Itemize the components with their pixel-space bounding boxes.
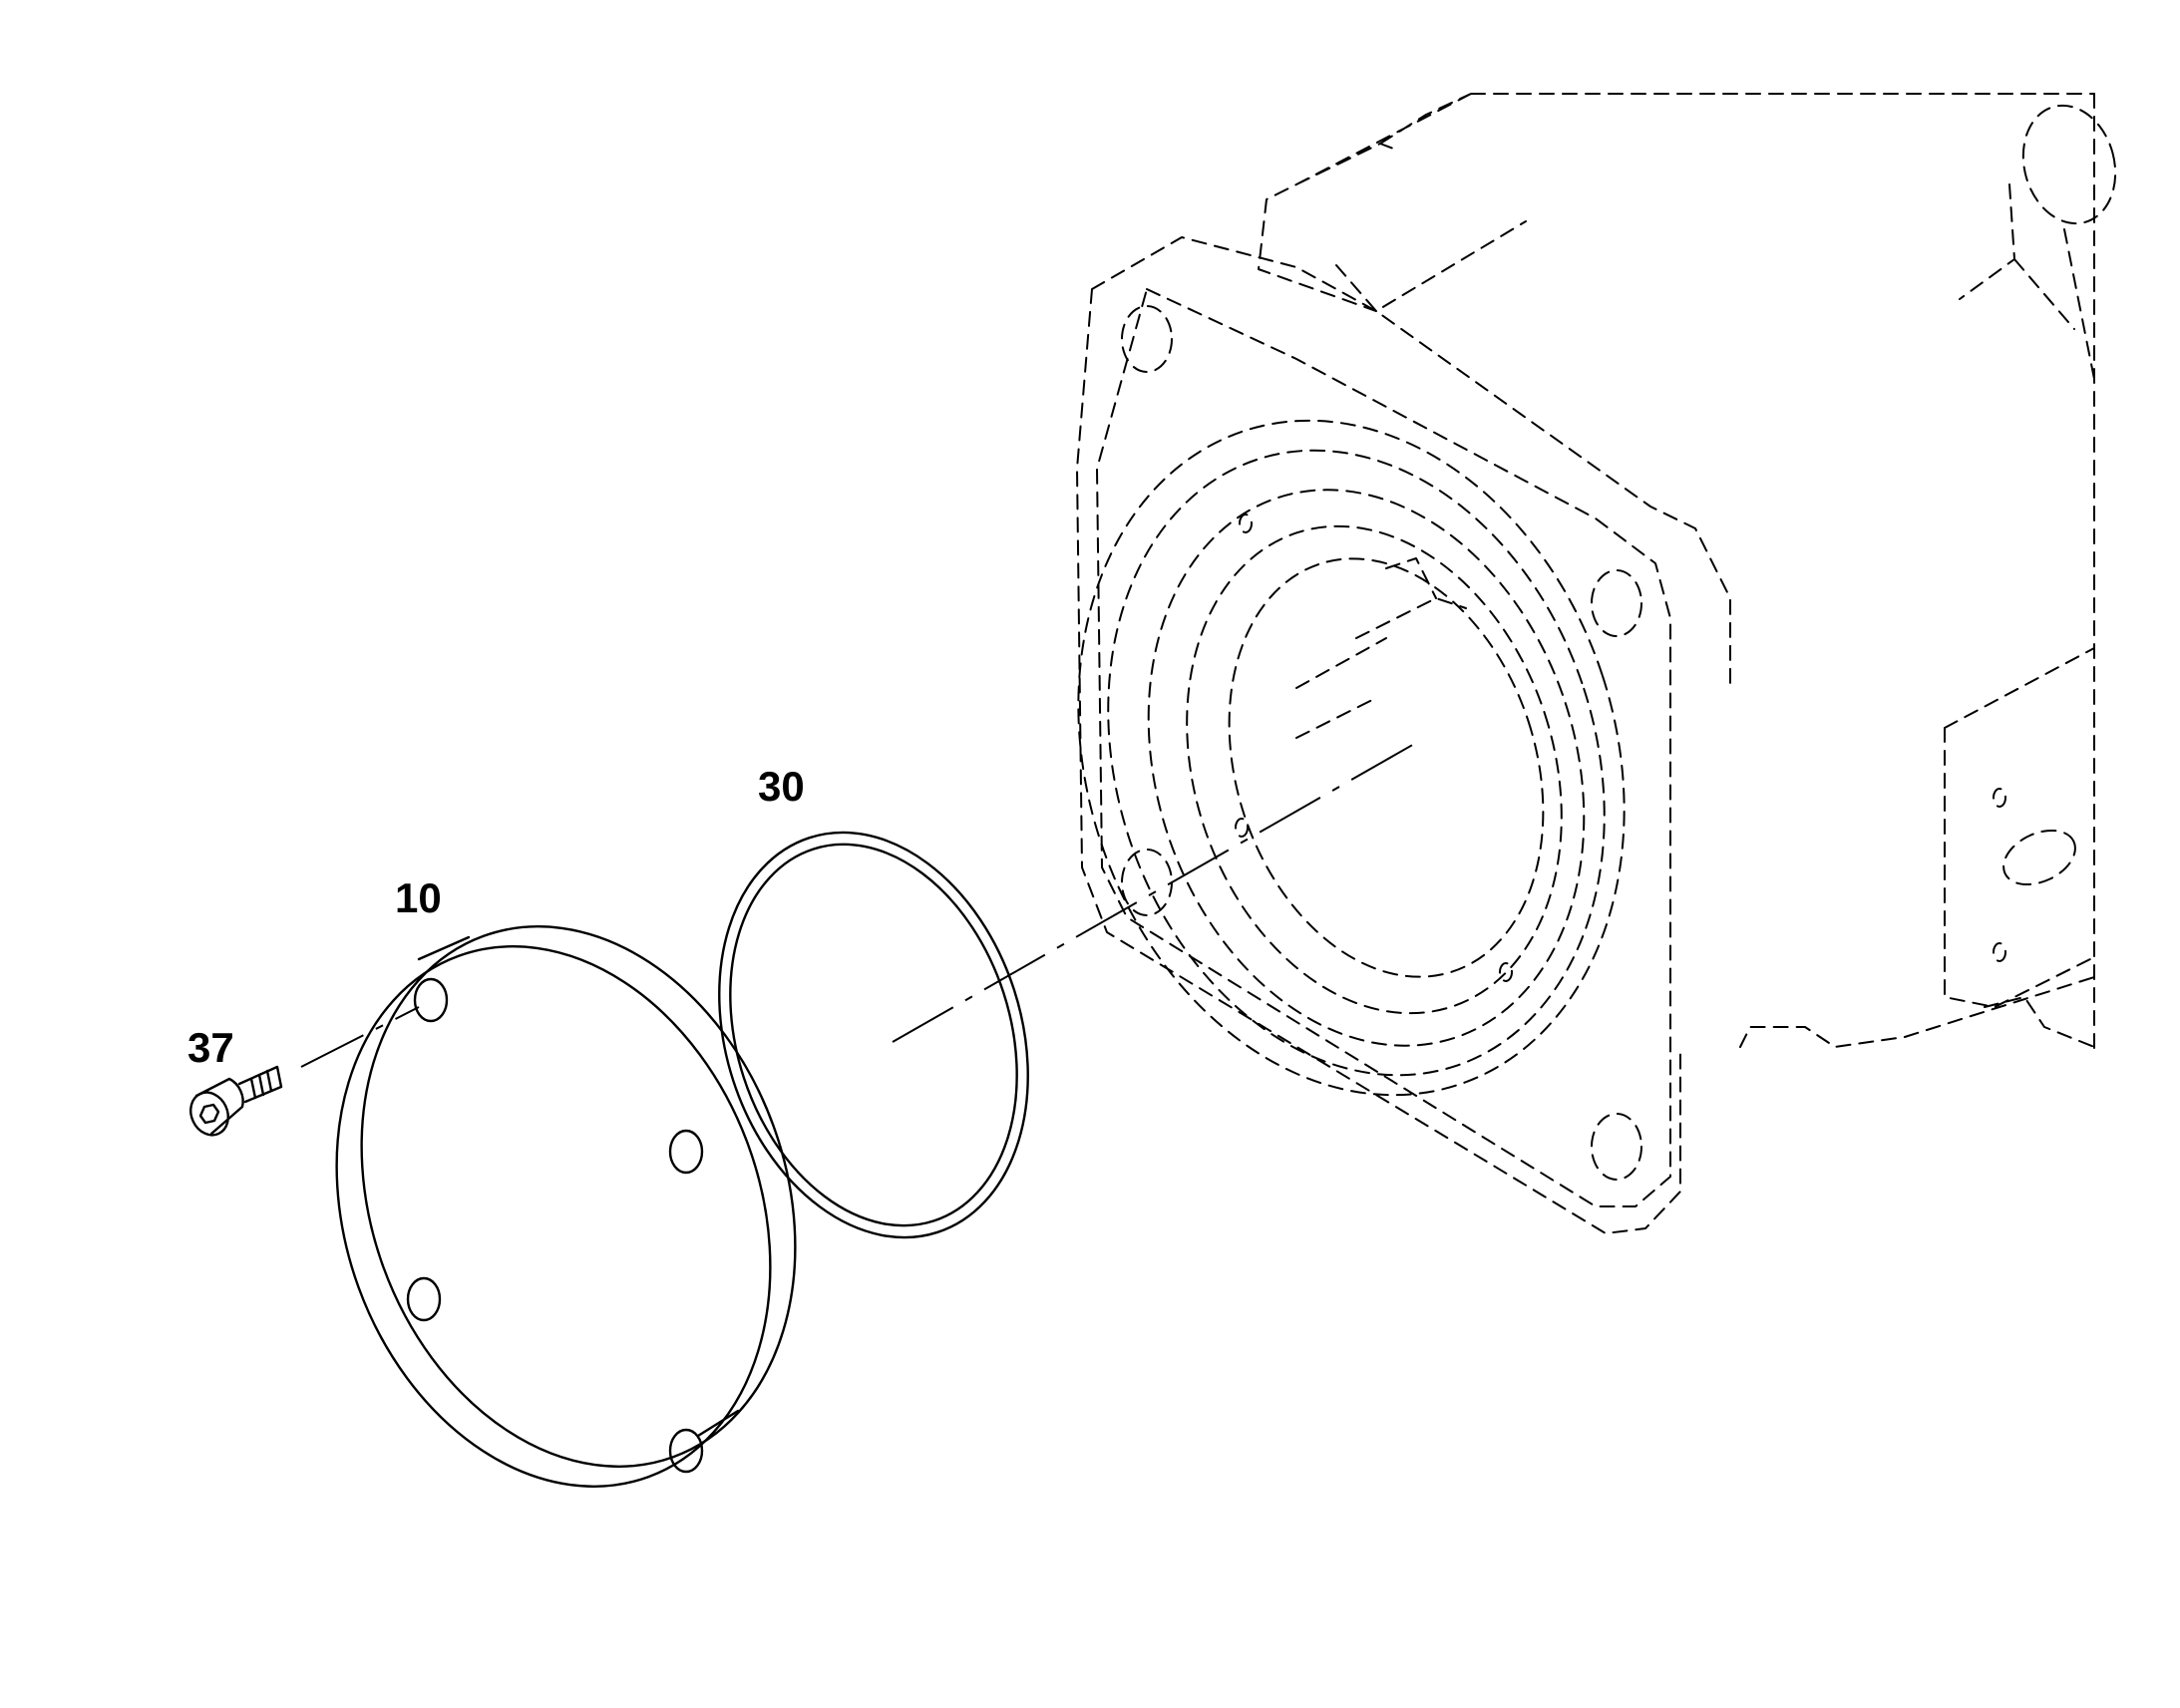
cover-bolt-hole-1 <box>413 977 449 1023</box>
housing-bolt-hole-top-left <box>1121 305 1173 373</box>
cover-rim-line <box>417 935 740 1438</box>
bore-ring-3 <box>1147 489 1586 1047</box>
bore-ring-2 <box>1107 449 1606 1077</box>
callout-37: 37 <box>187 1024 234 1071</box>
bore-ring-4 <box>1186 524 1563 1015</box>
side-block <box>1944 647 2095 1048</box>
screw-head-side <box>194 1077 244 1136</box>
screw-head <box>189 1091 229 1137</box>
side-block-hole-2 <box>1993 942 2006 962</box>
bore-ring-inner <box>1228 557 1545 978</box>
internal-shaft-lines <box>1295 557 1467 739</box>
cover-back-edge <box>360 925 797 1468</box>
housing-bolt-hole-bottom-right <box>1591 1113 1642 1181</box>
pump-housing <box>1076 93 2117 1234</box>
screw-axis <box>300 1006 420 1068</box>
top-port <box>2021 104 2117 225</box>
callout-30: 30 <box>758 763 805 810</box>
ring-hole-2 <box>1235 818 1249 838</box>
cover-bolt-hole-3 <box>406 1276 442 1322</box>
screw-thread <box>249 1069 273 1100</box>
side-block-hole-1 <box>1993 788 2006 808</box>
housing-bolt-hole-top-right <box>1591 569 1642 637</box>
top-port-neck <box>1959 183 2095 380</box>
flange-face <box>1096 288 1671 1207</box>
assembly-axis <box>892 742 1417 1043</box>
bore-ring-outer <box>1077 419 1626 1097</box>
ring-hole-1 <box>1239 513 1253 533</box>
housing-top-outline <box>1258 93 2095 312</box>
side-block-port <box>2002 829 2076 886</box>
part-10-cover-plate <box>335 925 797 1488</box>
cover-front-face <box>335 945 772 1488</box>
part-37-screw <box>189 1065 283 1137</box>
part-30-o-ring <box>718 831 1029 1239</box>
hex-socket <box>198 1103 220 1125</box>
cover-bolt-hole-2 <box>668 1129 704 1175</box>
cover-bolt-hole-4 <box>668 1428 704 1474</box>
ring-hole-3 <box>1499 962 1513 982</box>
housing-flange-outline <box>1076 236 2095 1234</box>
callout-10: 10 <box>395 874 442 921</box>
